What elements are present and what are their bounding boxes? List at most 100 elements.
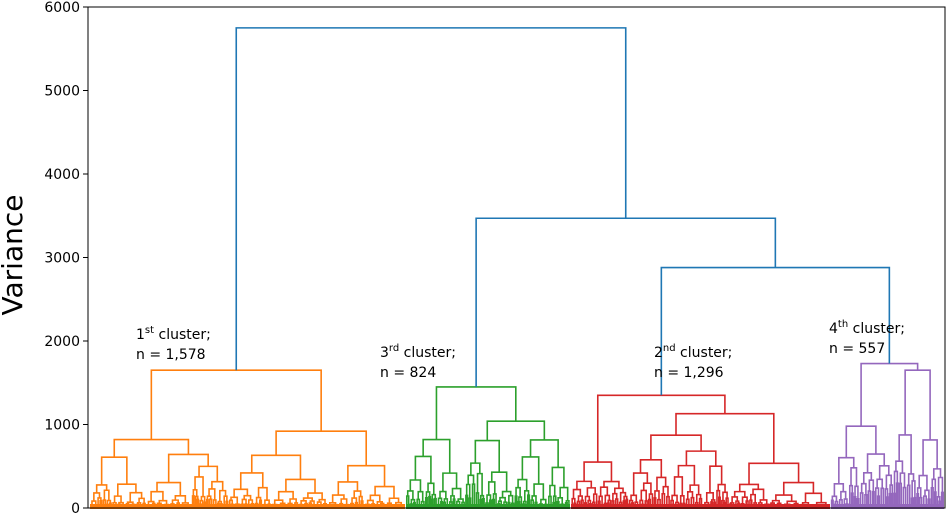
cluster-label: 4th cluster; [829, 319, 905, 337]
dendrogram-link [729, 502, 735, 505]
dendrogram-link [880, 487, 885, 508]
dendrogram-link [860, 362, 919, 427]
dendrogram-link [850, 492, 854, 508]
dendrogram-link [559, 486, 569, 501]
y-tick-label: 3000 [44, 251, 80, 267]
y-tick-label: 5000 [44, 84, 80, 100]
dendrogram-link [196, 498, 200, 508]
dendrogram-link [625, 498, 629, 508]
dendrogram-link [150, 490, 164, 502]
dendrogram-link [501, 490, 512, 498]
dendrogram-link [918, 496, 923, 508]
y-tick-label: 4000 [44, 167, 80, 183]
dendrogram-link [337, 481, 359, 496]
y-tick-label: 6000 [44, 0, 80, 16]
dendrogram-link [898, 434, 912, 474]
dendrogram-link [750, 493, 757, 503]
dendrogram-link [100, 456, 128, 485]
leaf-band [571, 504, 830, 509]
dendrogram-link [840, 490, 847, 500]
dendrogram-link [103, 489, 110, 501]
dendrogram-link [247, 499, 254, 505]
dendrogram-link [540, 498, 547, 505]
y-tick-label: 0 [71, 501, 80, 516]
dendrogram-link [548, 495, 552, 508]
dendrogram-link [475, 217, 777, 387]
dendrogram-link [277, 490, 294, 501]
dendrogram-link [521, 456, 540, 485]
dendrogram-link [531, 495, 537, 503]
dendrogram-link [106, 499, 112, 505]
dendrogram-link [705, 492, 714, 503]
dendrogram-link [654, 490, 660, 500]
y-tick-label: 2000 [44, 334, 80, 350]
dendrogram-link [685, 498, 690, 508]
dendrogram-link [275, 430, 368, 466]
dendrogram-link [650, 434, 702, 460]
dendrogram-link [804, 492, 823, 503]
dendrogram-link [526, 494, 531, 508]
dendrogram-link [331, 494, 345, 503]
dendrogram-link [117, 483, 137, 497]
dendrogram-link [695, 493, 702, 503]
cluster-label: 1st cluster; [136, 325, 211, 343]
dendrogram-link [174, 495, 187, 503]
dendrogram-link [508, 494, 514, 504]
dendrogram-link [492, 493, 497, 508]
dendrogram-link [904, 369, 931, 440]
dendrogram-link [217, 500, 223, 504]
dendrogram-link [927, 498, 931, 508]
dendrogram-link [893, 492, 896, 508]
dendrogram-link [675, 412, 775, 464]
dendrogram-link [906, 484, 911, 508]
y-axis-title: Variance [0, 195, 29, 316]
plot-frame [87, 6, 946, 509]
dendrogram-link [932, 468, 942, 480]
dendrogram-link [867, 490, 872, 508]
dendrogram-link [452, 498, 456, 508]
cluster-count: n = 557 [829, 341, 885, 357]
dendrogram-link [592, 493, 598, 508]
dendrogram-link [235, 27, 627, 371]
dendrogram-link [465, 494, 469, 508]
dendrogram-link [302, 497, 313, 502]
dendrogram-link [347, 464, 386, 487]
dendrogram-link [486, 420, 546, 441]
dendrogram-link [490, 471, 508, 492]
dendrogram-link [648, 493, 654, 508]
dendrogram-link [409, 479, 422, 492]
dendrogram-link [113, 495, 122, 503]
dendrogram-link [517, 478, 528, 491]
dendrogram-link [640, 489, 647, 501]
dendrogram-link [451, 487, 462, 500]
dendrogram-link [191, 495, 195, 508]
dendrogram-link [192, 488, 198, 497]
dendrogram-link [709, 465, 723, 493]
dendrogram-link [782, 481, 815, 496]
dendrogram-link [138, 497, 145, 504]
dendrogram-link [868, 479, 875, 492]
dendrogram-link [916, 487, 922, 498]
cluster-label: 3rd cluster; [380, 343, 456, 361]
dendrogram-link [491, 498, 496, 508]
leaf-band [406, 504, 570, 509]
dendrogram-link [571, 497, 576, 508]
dendrogram-link [486, 494, 492, 504]
dendrogram-link [876, 478, 884, 489]
dendrogram-link [913, 496, 917, 508]
dendrogram-link [866, 453, 886, 473]
dendrogram-link [118, 501, 124, 506]
dendrogram-link [425, 491, 431, 498]
dendrogram-link [549, 484, 556, 497]
dendrogram-link [864, 493, 868, 508]
dendrogram-link [433, 497, 437, 508]
dendrogram-link [499, 496, 506, 503]
dendrogram-link [759, 499, 768, 505]
dendrogram-link [316, 501, 322, 506]
leaf-band [831, 504, 944, 509]
dendrogram-link [208, 498, 213, 508]
dendrogram-link [936, 495, 941, 508]
dendrogram-links [90, 27, 944, 509]
dendrogram-link [572, 488, 582, 499]
